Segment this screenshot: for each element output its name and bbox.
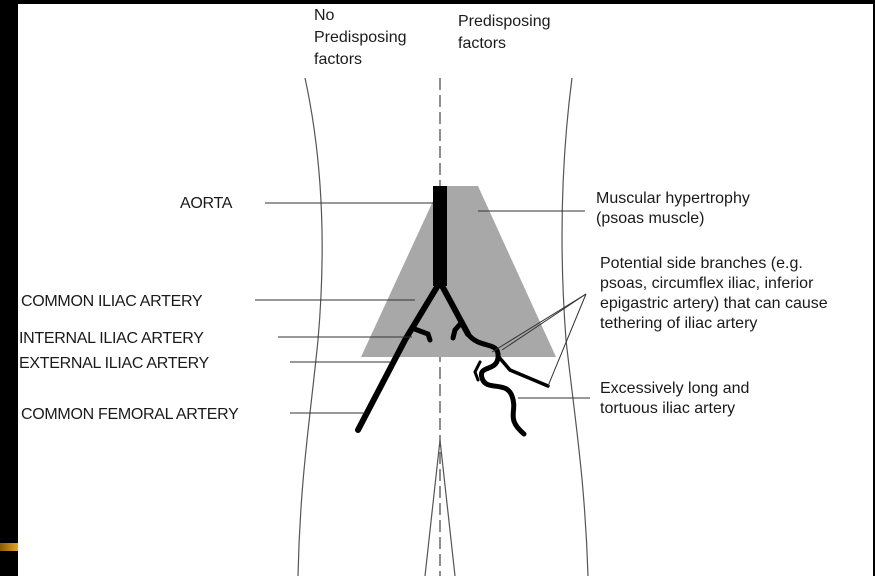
- label-aorta: AORTA: [180, 195, 233, 212]
- label-common-iliac: COMMON ILIAC ARTERY: [21, 293, 203, 310]
- psoas-muscle-shade: [361, 186, 556, 357]
- label-tortuous-iliac: Excessively long and tortuous iliac arte…: [600, 380, 754, 417]
- side-branches-line-1: Potential side branches (e.g.: [600, 255, 803, 272]
- tortuous-line-2: tortuous iliac artery: [600, 400, 735, 417]
- label-common-femoral: COMMON FEMORAL ARTERY: [21, 406, 239, 423]
- label-muscular-hypertrophy: Muscular hypertrophy (psoas muscle): [596, 190, 754, 227]
- header-right-line-1: Predisposing: [458, 13, 551, 30]
- side-branches-line-2: psoas, circumflex iliac, inferior: [600, 275, 814, 292]
- body-outline-right: [562, 78, 588, 576]
- leg-line-right: [440, 440, 455, 576]
- label-side-branches: Potential side branches (e.g. psoas, cir…: [600, 255, 832, 332]
- header-left-line-1: No: [314, 7, 335, 24]
- side-branches-line-4: tethering of iliac artery: [600, 315, 757, 332]
- header-no-factors: No Predisposing factors: [314, 7, 411, 68]
- leader-branch-3: [548, 294, 586, 386]
- muscular-line-1: Muscular hypertrophy: [596, 190, 750, 207]
- header-left-line-2: Predisposing: [314, 29, 407, 46]
- header-left-line-3: factors: [314, 51, 362, 68]
- aorta-vessel: [433, 186, 447, 286]
- header-predisposing-factors: Predisposing factors: [458, 13, 555, 52]
- muscular-line-2: (psoas muscle): [596, 210, 704, 227]
- tortuous-line-1: Excessively long and: [600, 380, 749, 397]
- label-external-iliac: EXTERNAL ILIAC ARTERY: [19, 355, 210, 372]
- side-branch-vessel-1: [498, 356, 548, 386]
- label-internal-iliac: INTERNAL ILIAC ARTERY: [19, 330, 204, 347]
- leg-line-left: [425, 440, 440, 576]
- header-right-line-2: factors: [458, 35, 506, 52]
- body-outline-left: [298, 78, 322, 576]
- side-branches-line-3: epigastric artery) that can cause: [600, 295, 828, 312]
